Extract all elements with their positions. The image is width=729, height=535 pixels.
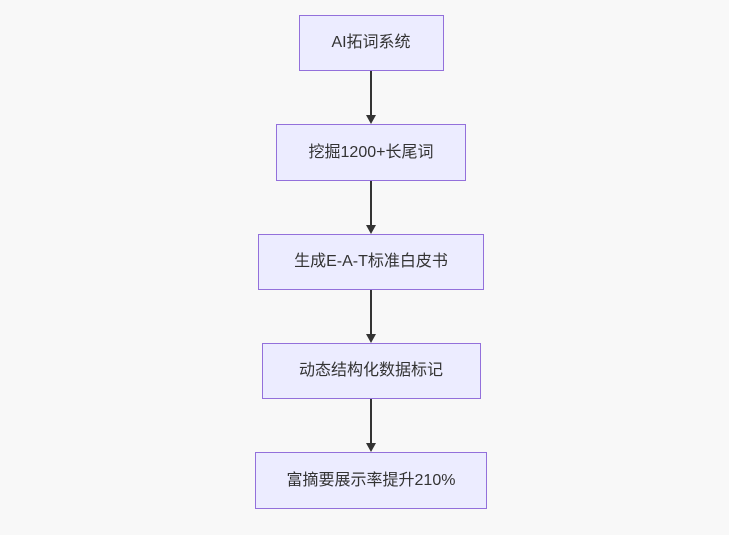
flow-node-ai-word-expansion: AI拓词系统 (298, 15, 444, 71)
flow-arrow-2 (366, 181, 376, 234)
flow-node-label: 富摘要展示率提升210% (286, 471, 456, 489)
arrow-head-icon (366, 115, 376, 124)
flow-arrow-3 (366, 290, 376, 343)
flow-node-eat-whitepaper: 生成E-A-T标准白皮书 (258, 234, 484, 290)
arrow-head-icon (366, 443, 376, 452)
arrow-head-icon (366, 225, 376, 234)
flow-node-longtail-mining: 挖掘1200+长尾词 (276, 124, 466, 181)
flow-arrow-1 (366, 71, 376, 124)
flow-node-label: 挖掘1200+长尾词 (308, 143, 434, 161)
arrow-line (370, 290, 372, 335)
flowchart: AI拓词系统 挖掘1200+长尾词 生成E-A-T标准白皮书 动态结构化数据标记 (255, 15, 487, 509)
arrow-head-icon (366, 334, 376, 343)
flow-node-rich-snippet-result: 富摘要展示率提升210% (255, 452, 487, 509)
flow-node-structured-data-markup: 动态结构化数据标记 (261, 343, 481, 399)
arrow-line (370, 181, 372, 226)
arrow-line (370, 399, 372, 444)
flow-arrow-4 (366, 399, 376, 452)
flow-node-label: 动态结构化数据标记 (298, 362, 443, 379)
arrow-line (370, 71, 372, 116)
flow-node-label: AI拓词系统 (331, 34, 411, 51)
flow-node-label: 生成E-A-T标准白皮书 (294, 253, 448, 270)
